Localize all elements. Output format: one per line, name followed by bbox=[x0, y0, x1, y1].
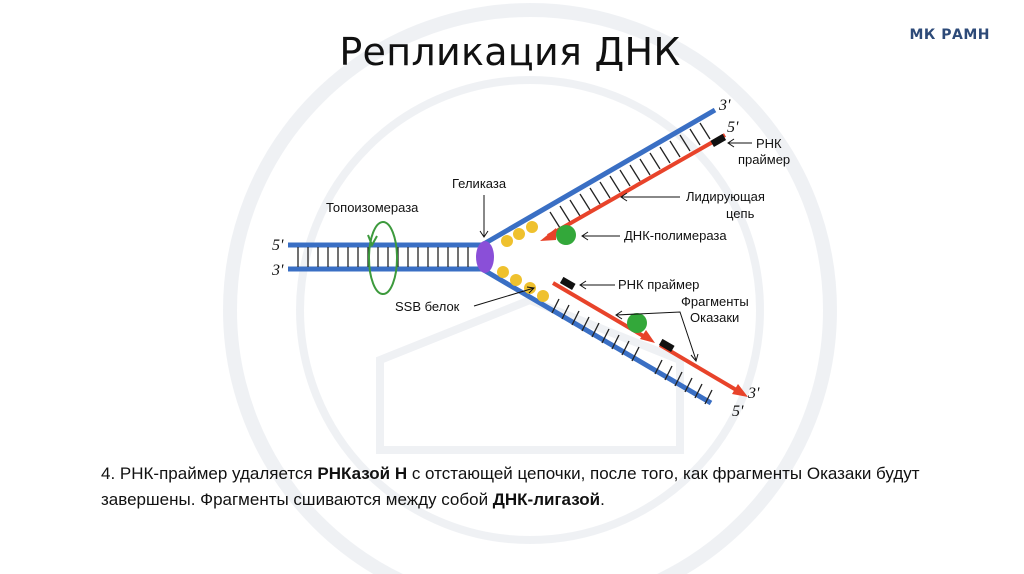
rna-primer-top-label-line1: РНК bbox=[756, 136, 782, 151]
okazaki-fragments-label-line1: Фрагменты bbox=[681, 294, 749, 309]
end-label-3prime-left: 3' bbox=[271, 262, 284, 279]
dna-polymerase-label: ДНК-полимераза bbox=[624, 228, 727, 243]
brand-logo: МК РАМН bbox=[909, 27, 990, 43]
dna-polymerase-leading-icon bbox=[556, 225, 576, 245]
end-label-5prime-left: 5' bbox=[272, 237, 284, 254]
college-seal-watermark bbox=[223, 3, 837, 574]
ssb-protein-label: SSB белок bbox=[395, 299, 460, 314]
topoisomerase-label: Топоизомераза bbox=[326, 200, 419, 215]
ssb-proteins bbox=[497, 221, 549, 302]
end-label-5prime-bottom: 5' bbox=[732, 403, 744, 420]
helicase-label: Геликаза bbox=[452, 176, 507, 191]
lagging-strand-arm bbox=[480, 266, 748, 406]
rna-primer-top-label-line2: праймер bbox=[738, 152, 790, 167]
step-caption: 4. РНК-праймер удаляется РНКазой Н с отс… bbox=[101, 464, 920, 509]
topoisomerase-ring bbox=[367, 221, 398, 295]
leading-strand-label-line1: Лидирующая bbox=[686, 189, 765, 204]
end-label-5prime-top: 5' bbox=[727, 119, 739, 136]
okazaki-fragments-label-line2: Оказаки bbox=[690, 310, 739, 325]
end-label-3prime-bottom: 3' bbox=[747, 385, 760, 402]
parent-dna-duplex bbox=[288, 242, 482, 272]
leading-strand-arm bbox=[480, 107, 727, 248]
dna-polymerase-lagging-icon bbox=[627, 313, 647, 333]
rna-primer-bottom-label: РНК праймер bbox=[618, 277, 699, 292]
page-title: Репликация ДНК bbox=[339, 30, 681, 74]
helicase-icon bbox=[476, 241, 494, 273]
leading-strand-label-line2: цепь bbox=[726, 206, 755, 221]
end-label-3prime-top: 3' bbox=[718, 97, 731, 114]
